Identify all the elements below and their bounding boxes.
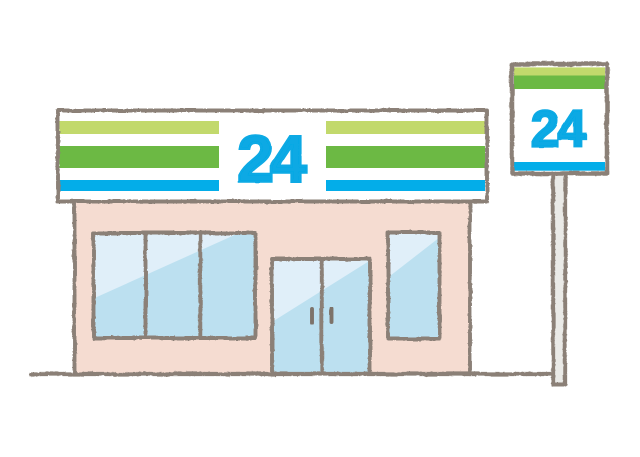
svg-text:24: 24 (237, 122, 307, 196)
svg-text:24: 24 (531, 100, 587, 158)
